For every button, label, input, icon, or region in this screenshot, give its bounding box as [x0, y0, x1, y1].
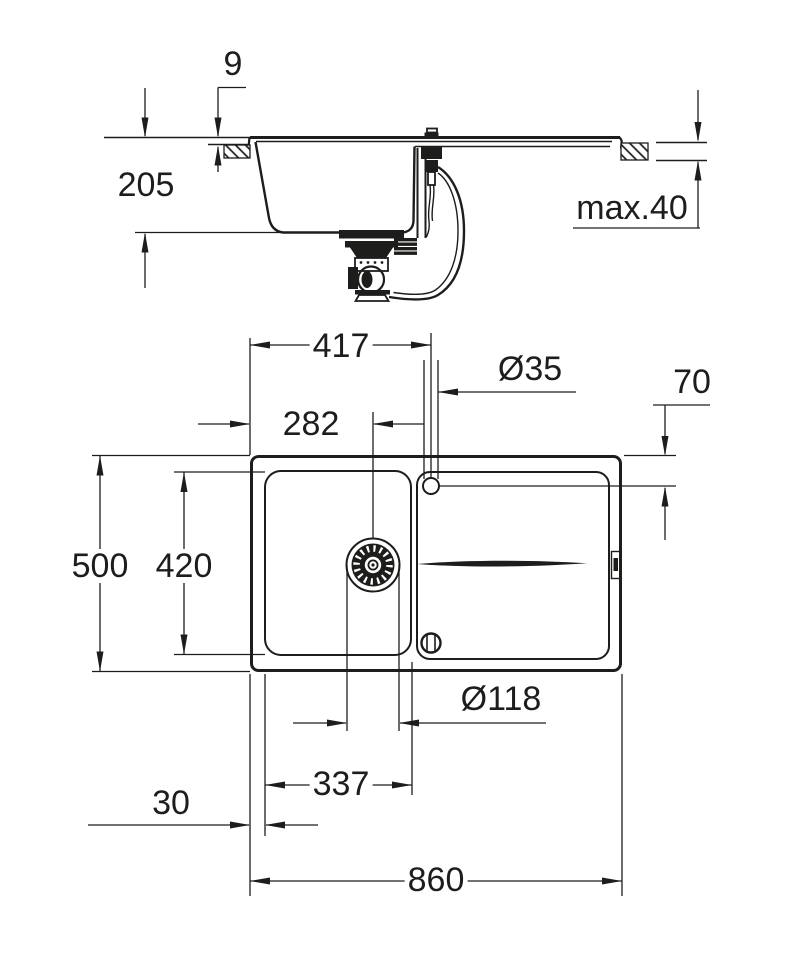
countertop-hatch-left: [223, 144, 251, 159]
dim-label-drain-diameter: Ø118: [457, 682, 545, 716]
side-view: [104, 86, 707, 302]
strainer-nut-top: [339, 230, 404, 239]
countertop-hatch-right: [620, 142, 649, 161]
coupling-rib: [394, 251, 417, 255]
dim-max40-lines: [573, 90, 702, 229]
overflow-inlet-lower: [425, 160, 438, 172]
overflow-assembly: [388, 127, 466, 301]
dim-205-lines: [135, 88, 340, 288]
dim-label-bowl-inner-depth: 420: [152, 549, 216, 583]
basin-left-wall: [254, 141, 339, 234]
dim-420-lines: [174, 471, 265, 656]
tap-hole-plug-base: [424, 132, 439, 138]
pop-up-cable: [425, 184, 432, 238]
dim-282-lines: [198, 412, 424, 539]
drain-body-dot: [359, 261, 363, 264]
coupling-rib: [394, 242, 417, 246]
dim-500-lines: [92, 454, 250, 673]
coupling-rib: [394, 247, 417, 251]
tap-hole: [422, 477, 440, 495]
trap-side-flange: [348, 267, 358, 289]
trap-foot: [353, 294, 391, 302]
trap-foot-collar: [355, 290, 390, 295]
drain-body-dot: [373, 261, 377, 264]
dim-label-drain-from-left: 282: [279, 407, 343, 441]
dim-30-lines: [88, 821, 318, 829]
overflow-inlet-box: [421, 147, 442, 159]
bowl-outline: [264, 470, 412, 656]
drainboard-groove: [417, 560, 587, 567]
dim-label-counter-thickness: max.40: [573, 191, 691, 225]
dim-o35-lines: [423, 360, 576, 479]
tap-hole-plug-top: [426, 127, 438, 134]
dim-label-left-rim-width: 30: [149, 786, 193, 820]
dim-label-tap-hole-diameter: Ø35: [494, 352, 566, 386]
flexible-hose-inner: [393, 172, 459, 295]
drain-strainer: [345, 537, 401, 593]
drain-taper: [350, 247, 393, 258]
cable-stem: [427, 171, 436, 186]
dim-label-overall-width: 860: [404, 863, 468, 897]
dim-label-bowl-inner-width: 337: [309, 767, 373, 801]
top-view: [88, 333, 710, 896]
drain-body-dot: [366, 261, 370, 264]
dim-337-lines: [264, 662, 413, 836]
coupling-rib: [394, 238, 417, 242]
dim-label-overall-depth: 500: [68, 549, 132, 583]
dim-o118-lines: [293, 565, 546, 731]
drain-body-dot: [380, 261, 384, 264]
strainer-nut-bottom: [345, 241, 398, 248]
drainboard-outline: [416, 471, 610, 660]
drain-body: [354, 257, 389, 272]
flexible-hose-outer: [388, 165, 466, 301]
waste-assembly: [339, 230, 417, 302]
brand-badge: [610, 550, 621, 580]
dim-label-tap-hole-from-back: 70: [670, 365, 714, 399]
dim-label-tap-hole-from-left: 417: [309, 329, 373, 363]
pop-up-cable-2: [431, 184, 435, 222]
basin-right-wall: [398, 146, 416, 234]
trap-elbow-shadow: [361, 271, 373, 288]
overflow-hole: [420, 632, 442, 654]
dim-70-lines: [439, 404, 710, 540]
dim-9-lines: [214, 86, 246, 172]
dim-label-bowl-depth: 205: [114, 168, 178, 202]
dim-label-rim-above-counter: 9: [220, 47, 246, 81]
